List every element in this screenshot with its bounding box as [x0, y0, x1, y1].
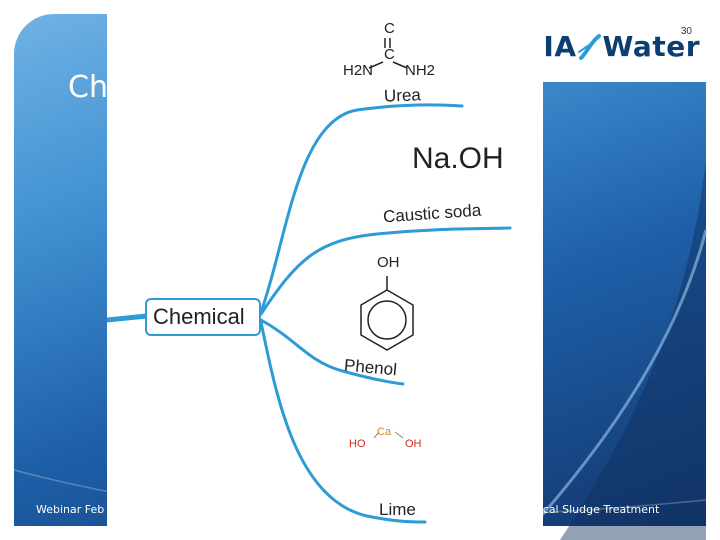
phenol-hydroxyl-group: OH — [377, 254, 400, 271]
urea-amine-left: H2N — [343, 62, 374, 79]
branch-lime — [259, 320, 427, 524]
branch-phenol — [259, 318, 405, 386]
footer-right-text: ecal Sludge Treatment — [536, 503, 660, 516]
mindmap-root-node — [145, 298, 261, 336]
urea-bond-right — [392, 61, 408, 69]
logo-area — [536, 14, 706, 82]
lime-hydroxyl-right: OH — [405, 438, 422, 450]
urea-bond-left — [368, 61, 384, 69]
urea-carbon-top: C — [384, 20, 395, 37]
urea-carbon-center: C — [384, 46, 395, 63]
branch-label-naoh: Na.OH — [412, 142, 504, 175]
lime-hydroxyl-left: HO — [349, 438, 366, 450]
lime-bond-right — [394, 431, 404, 439]
lime-bond-left — [373, 431, 380, 439]
mindmap-image: Chemical C C H2N NH2 Urea Na.OH Caustic … — [107, 0, 543, 540]
lime-calcium: Ca — [377, 426, 392, 438]
branch-label-lime: Lime — [379, 500, 416, 519]
logo-text-water: Water — [602, 30, 700, 63]
logo-wave-icon — [577, 33, 601, 60]
branch-to-root-left — [107, 313, 150, 323]
footer-left-text: Webinar Feb — [36, 503, 105, 516]
branch-caustic-soda — [259, 226, 512, 316]
via-water-logo: VIA Water — [521, 30, 700, 63]
urea-amine-right: NH2 — [405, 62, 436, 79]
phenol-ring-inner — [367, 300, 407, 340]
slide-title: Ch — [68, 70, 108, 105]
page-number: 30 — [680, 26, 692, 37]
mindmap-branches — [107, 38, 512, 524]
branch-urea — [259, 103, 464, 314]
branch-label-urea: Urea — [383, 85, 422, 106]
mindmap-root-label: Chemical — [153, 304, 245, 329]
phenol-ring — [360, 289, 414, 351]
